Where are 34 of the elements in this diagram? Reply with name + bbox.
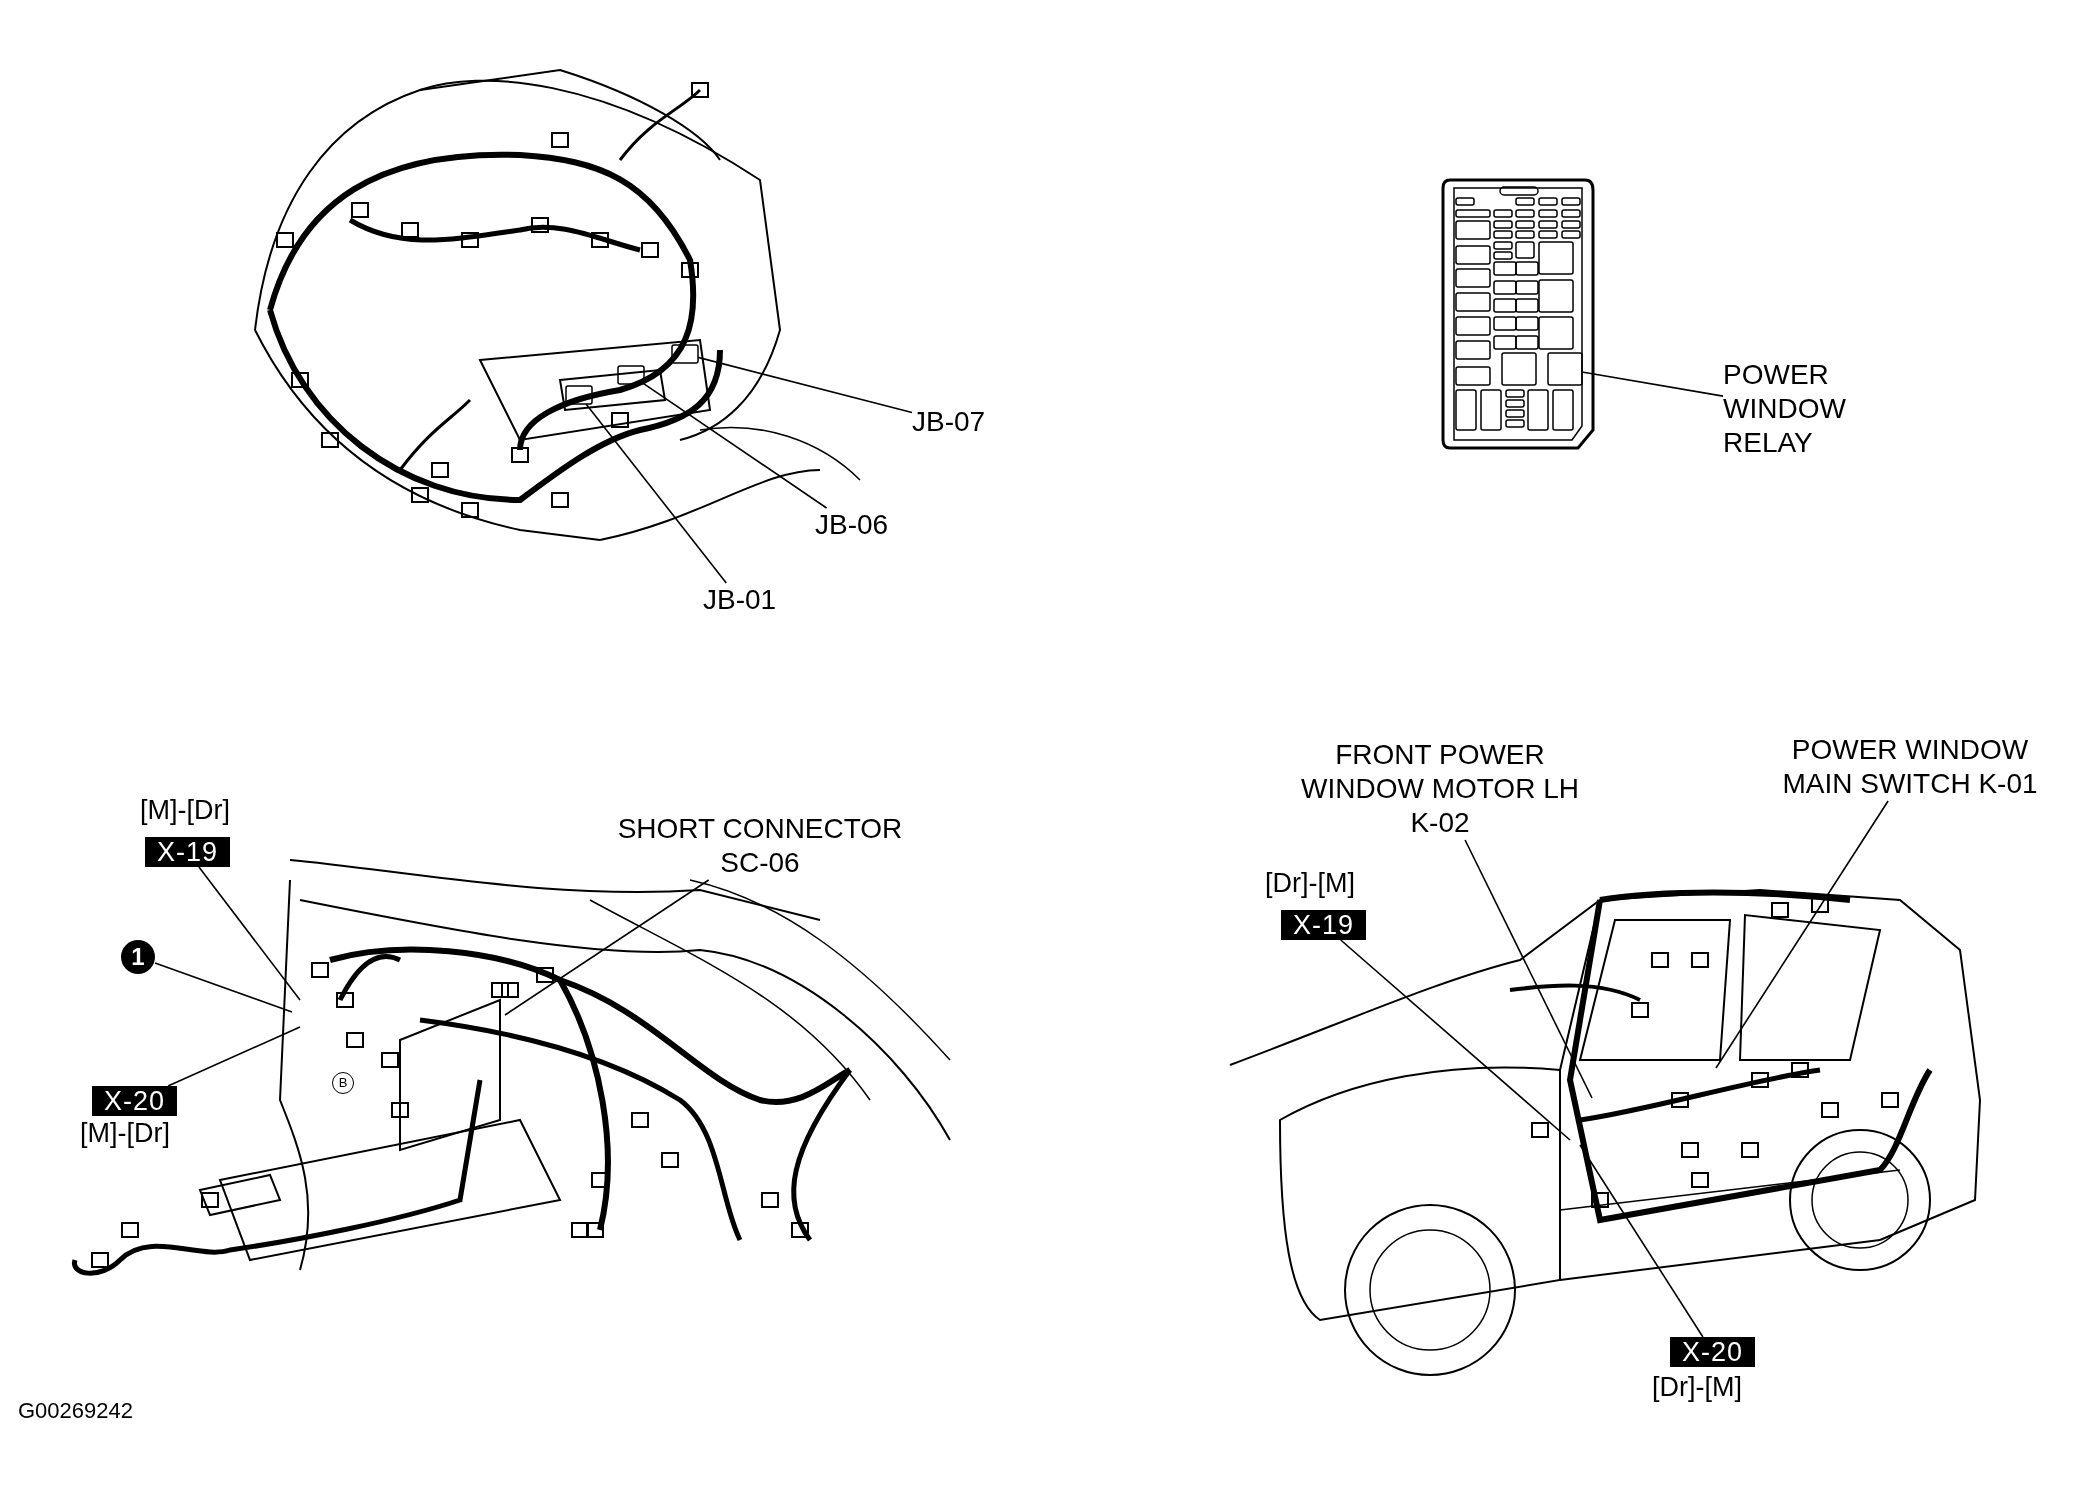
leader-line [1581, 371, 1724, 397]
leader-line [167, 1026, 301, 1087]
circled-letter: B [332, 1072, 354, 1094]
leader-line [1579, 1144, 1704, 1338]
connector-code-tag: X-19 [1281, 910, 1367, 940]
relay-slot [1547, 352, 1583, 386]
junction-block-connector [617, 365, 645, 385]
callout-number: 1 [121, 940, 155, 974]
connector-code-tag: X-20 [1670, 1337, 1756, 1367]
connector-code-tag: X-19 [145, 837, 231, 867]
leader-line [1464, 839, 1593, 1099]
leader-line [504, 879, 710, 1016]
callout-label: POWER WINDOW MAIN SWITCH K-01 [1765, 733, 2055, 801]
connector-side-label: [Dr]-[M] [1652, 1372, 1742, 1403]
callout-label: SHORT CONNECTOR SC-06 [600, 812, 920, 880]
figure-code: G00269242 [18, 1398, 133, 1424]
leader-line [154, 962, 293, 1013]
leader-line [585, 403, 728, 584]
connector-side-label: [M]-[Dr] [80, 1118, 170, 1149]
junction-block-connector [565, 385, 593, 405]
callout-label: POWER WINDOW RELAY [1723, 358, 1873, 460]
callout-label: JB-01 [703, 583, 777, 617]
connector-code-tag: X-20 [92, 1086, 178, 1116]
callout-label: FRONT POWER WINDOW MOTOR LH K-02 [1290, 738, 1590, 840]
connector-side-label: [Dr]-[M] [1265, 868, 1355, 899]
leader-line [697, 356, 913, 414]
junction-block-connector [671, 344, 699, 364]
callout-label: JB-06 [815, 508, 889, 542]
leader-line [643, 383, 828, 509]
connector-side-label: [M]-[Dr] [140, 795, 230, 826]
leader-line [1339, 939, 1571, 1141]
callout-label: JB-07 [912, 405, 986, 439]
leader-line [1715, 800, 1889, 1069]
leader-line [198, 866, 301, 1001]
